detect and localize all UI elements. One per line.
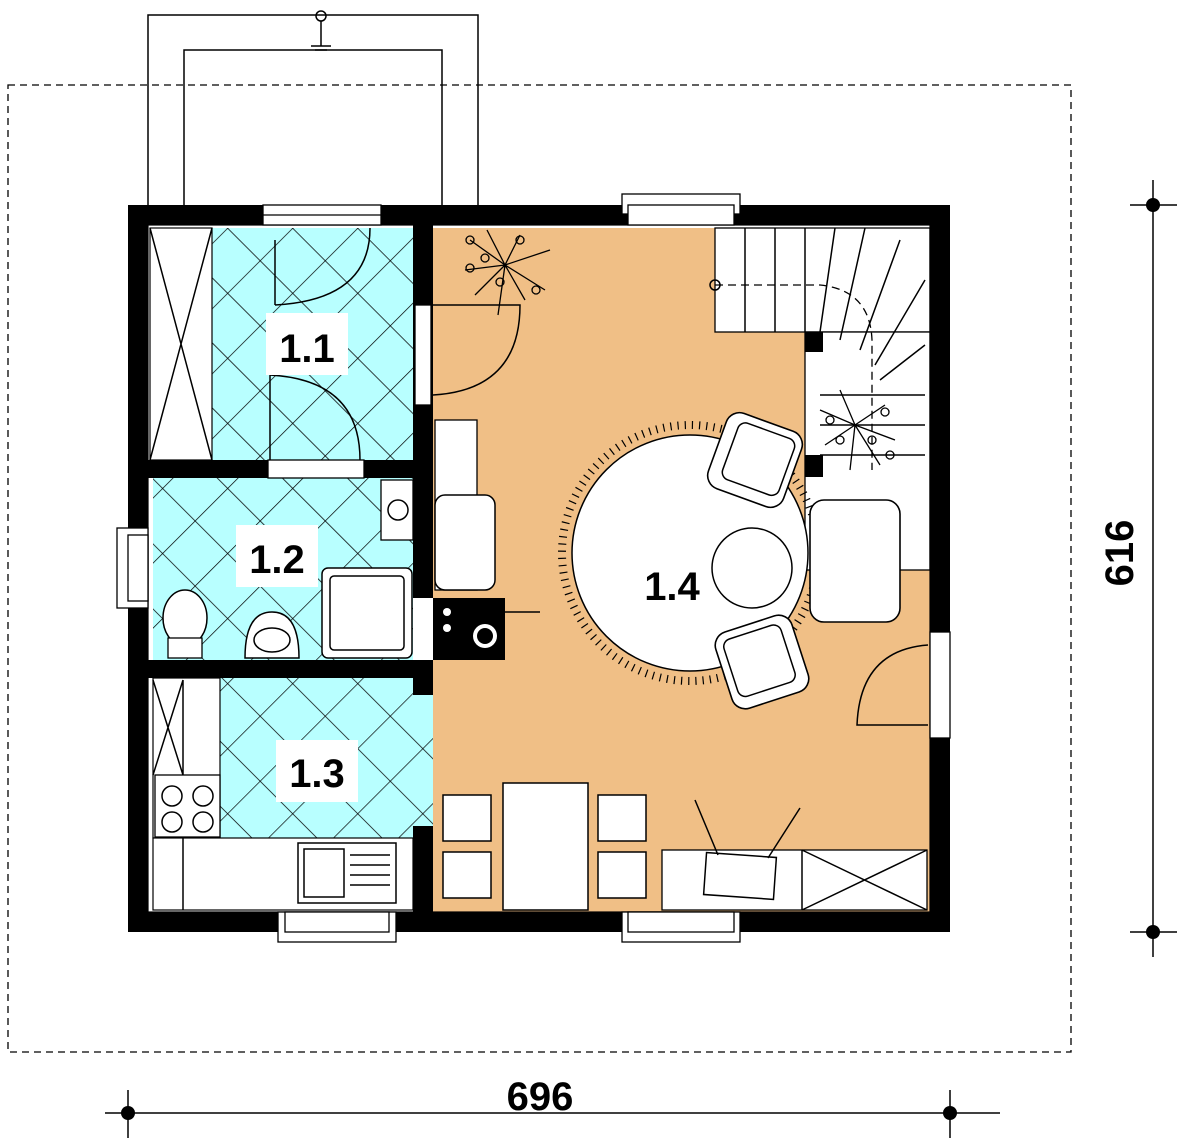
room-label-1-2: 1.2 xyxy=(236,525,318,587)
room-label-1-4: 1.4 xyxy=(644,565,700,609)
svg-text:1.2: 1.2 xyxy=(249,538,305,582)
dimension-width: 696 xyxy=(105,1075,1000,1138)
kitchen-counter xyxy=(152,677,414,911)
dimension-depth: 616 xyxy=(1098,180,1177,957)
chair xyxy=(442,851,492,899)
chair xyxy=(597,794,647,842)
armchair xyxy=(714,614,810,710)
bathroom-fixtures xyxy=(162,479,414,659)
entrance-canopy xyxy=(147,10,479,205)
width-value: 696 xyxy=(507,1075,574,1119)
sink-icon xyxy=(297,842,397,904)
wardrobe xyxy=(149,227,213,461)
desk xyxy=(661,849,928,911)
svg-text:1.3: 1.3 xyxy=(289,752,345,796)
plant-icon xyxy=(819,389,896,471)
depth-value: 616 xyxy=(1098,520,1142,587)
svg-text:1.1: 1.1 xyxy=(279,327,335,371)
room-label-1-3: 1.3 xyxy=(276,740,358,802)
dining-table xyxy=(502,782,589,911)
chair xyxy=(442,794,492,842)
roof-outline xyxy=(7,84,1072,1053)
washbasin-icon xyxy=(244,611,300,659)
plant-icon xyxy=(464,229,551,316)
windows xyxy=(116,193,951,943)
chair xyxy=(597,851,647,899)
armchair xyxy=(809,499,901,623)
armchair xyxy=(706,411,804,509)
shower-tray-icon xyxy=(321,567,413,659)
doors xyxy=(269,227,929,726)
living-furniture xyxy=(433,411,928,911)
room-label-1-1: 1.1 xyxy=(266,313,348,375)
coffee-table xyxy=(711,527,793,609)
